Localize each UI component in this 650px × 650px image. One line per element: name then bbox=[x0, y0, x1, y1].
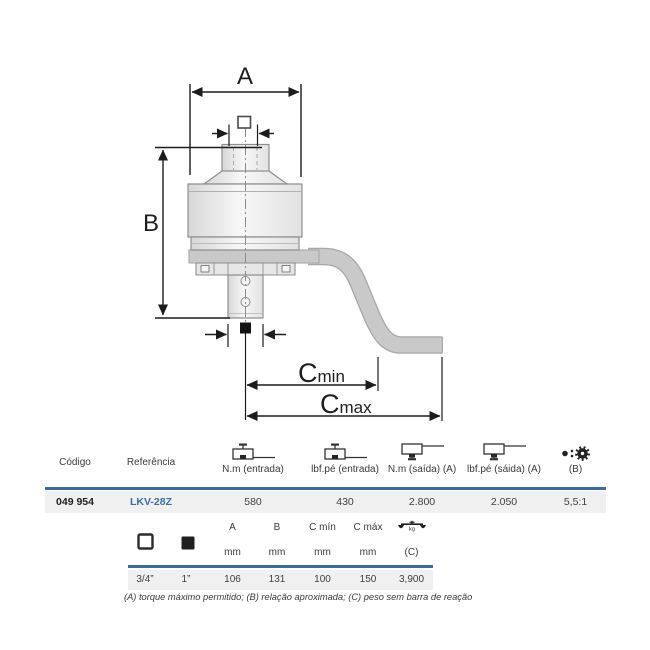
cell-nm-saida: 2.800 bbox=[408, 496, 436, 508]
cell-relacao: 5,5:1 bbox=[563, 496, 588, 508]
cell-lbf-saida: 2.050 bbox=[490, 496, 518, 508]
table2-unit-row: mm mm mm mm (C) bbox=[128, 547, 433, 561]
dim-cmax-label: Cmax bbox=[320, 389, 372, 419]
col-lbf-entrada: lbf.pé (entrada) bbox=[311, 464, 379, 475]
weight-scale-icon: kg bbox=[390, 520, 433, 541]
col-a: A bbox=[229, 522, 236, 533]
cell-b: 131 bbox=[268, 574, 286, 585]
table2-header-row: A B C mín C máx kg bbox=[128, 520, 433, 541]
input-torque-icon bbox=[309, 440, 381, 462]
output-torque-icon bbox=[381, 440, 463, 462]
table2-divider bbox=[128, 565, 433, 568]
cell-referencia[interactable]: LKV-28Z bbox=[129, 496, 172, 508]
kg-label: kg bbox=[409, 527, 415, 533]
cell-codigo: 049 954 bbox=[56, 496, 94, 508]
dim-cmin-label: Cmin bbox=[298, 358, 345, 388]
unit-cmin: mm bbox=[314, 547, 331, 558]
col-referencia: Referência bbox=[126, 457, 176, 468]
cell-a: 106 bbox=[224, 574, 241, 585]
input-square-icon bbox=[137, 533, 154, 550]
output-square-icon bbox=[181, 536, 195, 550]
unit-b: mm bbox=[268, 547, 286, 558]
square-drive-male-icon bbox=[240, 322, 251, 334]
cell-drive-out: 1” bbox=[181, 574, 191, 585]
col-relacao: (B) bbox=[568, 464, 583, 475]
cell-nm-entrada: 580 bbox=[244, 496, 262, 508]
multiplier-body bbox=[187, 127, 303, 332]
table1-divider bbox=[45, 487, 606, 490]
technical-drawing: A B Cmin Cmax bbox=[143, 63, 443, 421]
reaction-bar bbox=[188, 247, 443, 354]
spacer bbox=[128, 547, 162, 561]
output-torque-icon bbox=[463, 440, 545, 462]
cmin-c: C bbox=[298, 358, 318, 388]
cell-weight: 3,900 bbox=[398, 574, 425, 585]
unit-cmax: mm bbox=[359, 547, 377, 558]
col-lbf-saida: lbf.pé (sáida) (A) bbox=[467, 464, 541, 475]
gear-ratio-icon bbox=[545, 440, 606, 462]
cmin-sub: min bbox=[318, 367, 345, 386]
table1-header-row: Código Referência N.m (entrada) lbf.pé (… bbox=[45, 457, 606, 478]
cell-drive-in: 3/4” bbox=[136, 574, 154, 585]
unit-a: mm bbox=[224, 547, 241, 558]
col-nm-entrada: N.m (entrada) bbox=[222, 464, 284, 475]
dimensions bbox=[155, 84, 443, 421]
dim-b-label: B bbox=[143, 210, 159, 237]
table2-data-row: 3/4” 1” 106 131 100 150 3,900 bbox=[128, 570, 433, 590]
col-cmin: C mín bbox=[309, 522, 336, 533]
cmax-sub: max bbox=[340, 398, 373, 417]
dim-a-label: A bbox=[237, 63, 253, 90]
cell-cmax: 150 bbox=[359, 574, 377, 585]
col-nm-saida: N.m (saída) (A) bbox=[387, 464, 457, 475]
cell-cmin: 100 bbox=[314, 574, 331, 585]
cmax-c: C bbox=[320, 389, 340, 419]
square-drive-female-icon bbox=[237, 115, 252, 129]
cell-lbf-entrada: 430 bbox=[336, 496, 354, 508]
col-cmax: C máx bbox=[353, 522, 383, 533]
footnote: (A) torque máximo permitido; (B) relação… bbox=[124, 592, 473, 602]
table1-icon-row bbox=[45, 440, 606, 462]
col-codigo: Código bbox=[59, 457, 91, 468]
input-torque-icon bbox=[197, 440, 309, 462]
col-b: B bbox=[273, 522, 281, 533]
col-weight-c: (C) bbox=[404, 547, 419, 558]
spline-ring bbox=[195, 262, 296, 276]
table1-data-row: 049 954 LKV-28Z 580 430 2.800 2.050 5,5:… bbox=[45, 491, 606, 513]
spacer bbox=[162, 547, 210, 561]
